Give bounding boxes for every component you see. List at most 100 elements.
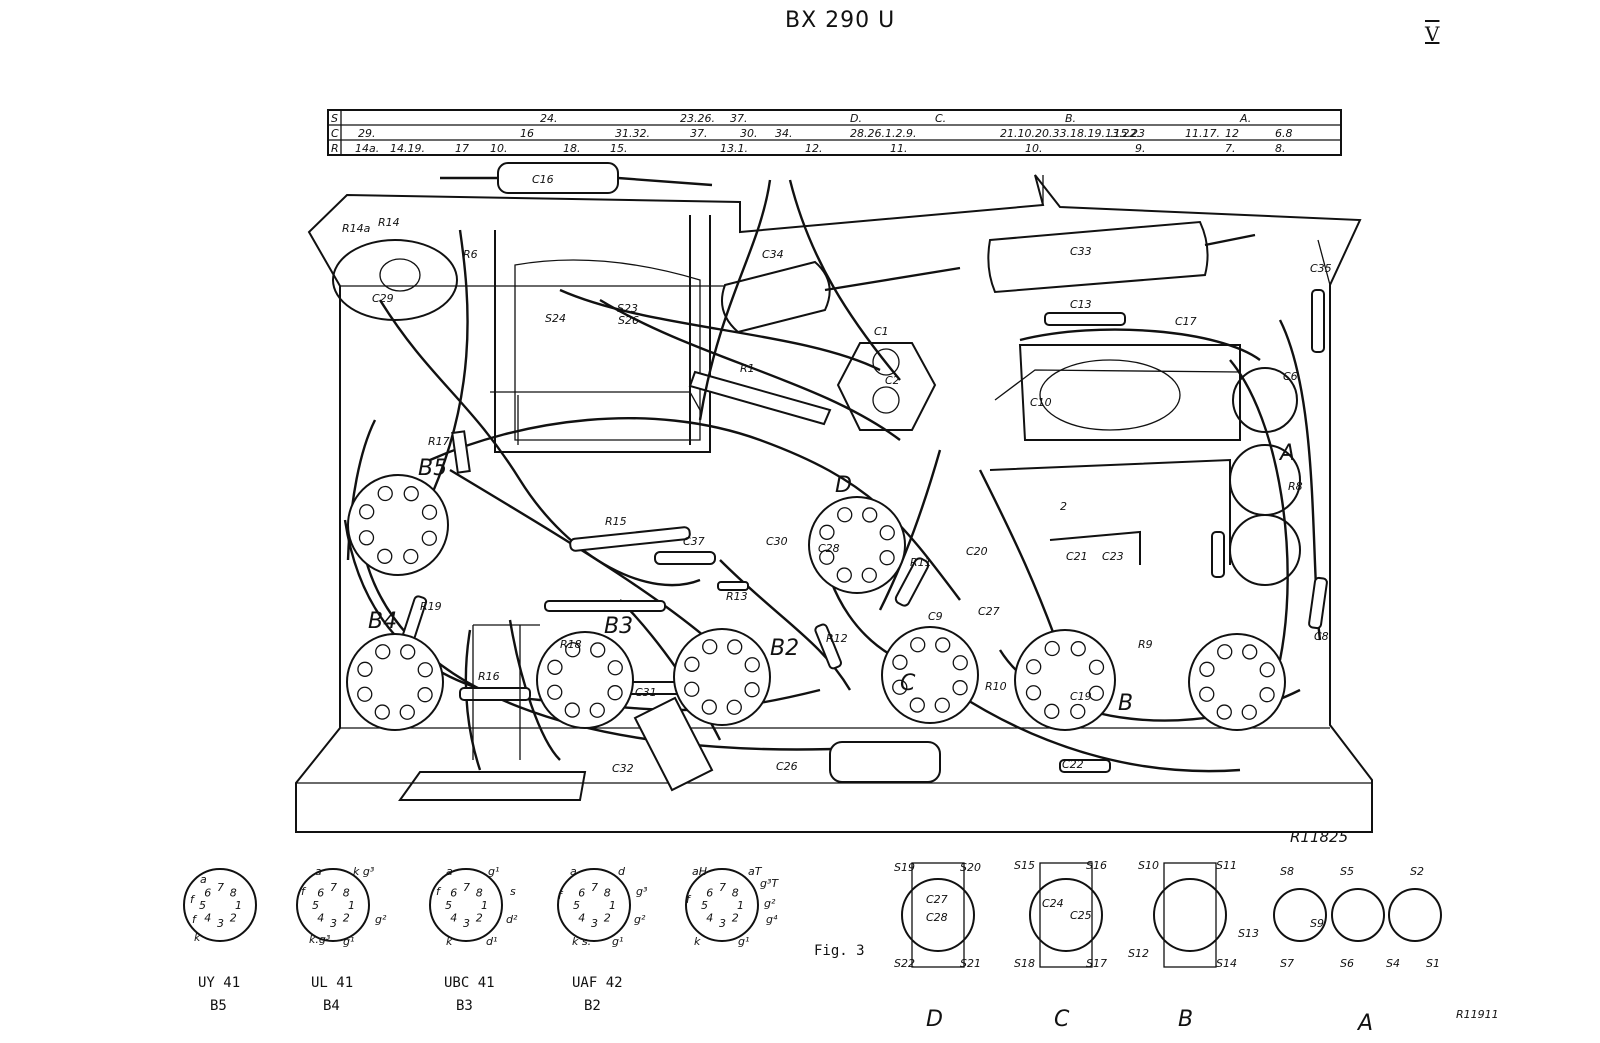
switch-contact: C27 (926, 893, 948, 906)
switch-contact: S18 (1014, 957, 1035, 970)
pin-label: g² (375, 913, 387, 926)
pin-number: 5 (199, 899, 206, 912)
component-label: R1 (740, 362, 755, 375)
component-label: C8 (1314, 630, 1329, 643)
pin-label: a (200, 873, 207, 886)
component-label: C21 (1066, 550, 1088, 563)
pin-label: d¹ (486, 935, 497, 948)
socket-tube: B2 (584, 998, 601, 1014)
resistor-r1 (688, 370, 832, 426)
component-label: C34 (762, 248, 784, 261)
pin-number: 2 (476, 912, 483, 925)
scale-row-key: C (331, 127, 339, 140)
tube-label-a: A (1278, 441, 1295, 466)
component-label: C19 (1070, 690, 1092, 703)
tube-socket-b (1014, 629, 1116, 731)
output-transformer-frame (490, 215, 711, 453)
component-label: C30 (766, 535, 788, 548)
figure-label: Fig. 3 (814, 943, 865, 959)
switch-contact: S1 (1426, 957, 1440, 970)
pin-number: 8 (476, 886, 483, 899)
pin-number: 7 (719, 881, 726, 894)
component-label: C2 (885, 374, 900, 387)
pin-number: 3 (463, 917, 470, 930)
scale-mark: 28.26.1.2.9. (850, 127, 916, 140)
tube-label-b4: B4 (368, 609, 397, 634)
pin-number: 6 (204, 886, 211, 899)
pin-label: a (315, 865, 322, 878)
component-label: C22 (1062, 758, 1084, 771)
tube-label-b3: B3 (604, 614, 633, 639)
tube-socket-a (1188, 633, 1286, 731)
scale-mark: 14.19. (390, 142, 425, 155)
component-label: C31 (635, 686, 657, 699)
scale-mark: 12 (1225, 127, 1239, 140)
pin-label: k (194, 931, 201, 944)
pin-number: 7 (217, 881, 224, 894)
scale-mark: 23.26. (680, 112, 715, 125)
component-label: C16 (532, 173, 554, 186)
component-label: C28 (818, 542, 840, 555)
scale-row-key: S (331, 112, 338, 125)
component-label: R14a (342, 222, 371, 235)
pin-number: 1 (235, 899, 242, 912)
capacitor-c32 (633, 696, 714, 792)
component-label: C20 (966, 545, 988, 558)
component-label: 2 (1060, 500, 1067, 513)
component-label: C27 (978, 605, 1000, 618)
pin-label: k s. (572, 935, 591, 948)
pin-number: 2 (230, 912, 237, 925)
pin-number: 8 (230, 886, 237, 899)
scale-mark: 12. (805, 142, 823, 155)
scale-mark: 10. (490, 142, 508, 155)
pin-number: 6 (706, 886, 713, 899)
switch-label: B (1178, 1007, 1193, 1032)
pin-number: 1 (609, 899, 616, 912)
socket-tube: B5 (210, 998, 227, 1014)
switch-contact: S15 (1014, 859, 1035, 872)
scale-mark: 31.32. (615, 127, 650, 140)
scale-mark: A. (1239, 112, 1251, 125)
component-label: C29 (372, 292, 394, 305)
pin-label: g² (764, 897, 776, 910)
scale-mark: .15.23 (1110, 127, 1145, 140)
pin-number: 4 (317, 912, 324, 925)
pin-number: 1 (737, 899, 744, 912)
component-label: C23 (1102, 550, 1124, 563)
pin-number: 4 (450, 912, 457, 925)
switch-contact: S7 (1280, 957, 1294, 970)
scale-mark: 8. (1275, 142, 1286, 155)
scale-mark: 7. (1225, 142, 1236, 155)
scale-mark: C. (935, 112, 946, 125)
pin-number: 8 (343, 886, 350, 899)
pin-label: f (558, 889, 564, 902)
pin-label: g¹ (612, 935, 623, 948)
component-label: S24 (545, 312, 566, 325)
pin-label: d² (506, 913, 518, 926)
switch-contact: C24 (1042, 897, 1064, 910)
component-label: C32 (612, 762, 634, 775)
pin-number: 6 (578, 886, 585, 899)
scale-mark: 37. (730, 112, 748, 125)
pin-number: 4 (204, 912, 211, 925)
switch-contact: S14 (1216, 957, 1237, 970)
capacitor-c33 (987, 220, 1256, 294)
pin-label: g¹ (343, 935, 354, 948)
pin-number: 3 (330, 917, 337, 930)
page-number: V (1425, 22, 1440, 46)
component-label: C26 (776, 760, 798, 773)
pin-number: 2 (343, 912, 350, 925)
tube-socket-b2 (673, 628, 771, 726)
pin-label: f (192, 913, 198, 926)
pin-label: g² (634, 913, 646, 926)
tube-socket-b5 (347, 474, 449, 576)
pin-number: 3 (719, 917, 726, 930)
component-label: S23 (617, 302, 638, 315)
